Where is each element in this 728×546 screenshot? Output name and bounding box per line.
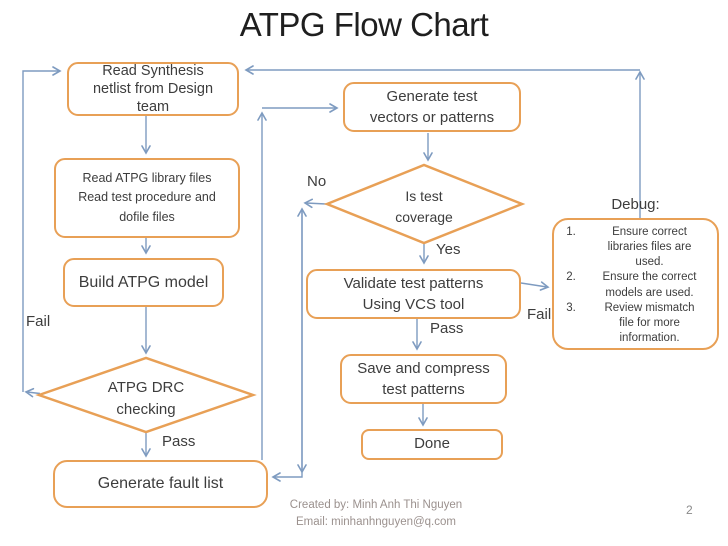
fail-right-label: Fail xyxy=(527,306,552,323)
read-synthesis-box: Read Synthesis netlist from Design team xyxy=(67,62,239,116)
connector-drc-fail-arrow xyxy=(24,387,41,398)
footer-created-by: Created by: Minh Anh Thi Nguyen xyxy=(289,499,463,511)
debug-item-text: Review mismatch file for more informatio… xyxy=(604,301,695,345)
validate-box: Validate test patterns Using VCS tool xyxy=(306,269,521,319)
coverage-diamond-shape xyxy=(323,163,526,245)
yes-label: Yes xyxy=(436,241,461,258)
debug-item: 3. Review mismatch file for more informa… xyxy=(556,301,713,347)
pass-drc-label: Pass xyxy=(162,433,196,450)
debug-item-text: Ensure the correct models are used. xyxy=(602,271,697,299)
no-label: No xyxy=(307,173,327,190)
debug-item: 1. Ensure correct libraries files are us… xyxy=(556,225,713,271)
build-model-box: Build ATPG model xyxy=(63,258,224,307)
debug-box: 1. Ensure correct libraries files are us… xyxy=(552,218,719,350)
footer-credits: Created by: Minh Anh Thi Nguyen Email: m… xyxy=(268,497,484,530)
debug-item-number: 3. xyxy=(566,301,576,314)
save-compress-box: Save and compress test patterns xyxy=(340,354,507,404)
connector-coverage-no-arrow xyxy=(303,198,327,209)
connector-validate-debug xyxy=(520,281,550,291)
debug-item-text: Ensure correct libraries files are used. xyxy=(607,225,692,269)
connector-no-to-fault xyxy=(271,471,303,482)
drc-diamond-shape xyxy=(35,356,257,434)
page-number: 2 xyxy=(686,503,693,517)
coverage-diamond-label: Is test coverage xyxy=(395,188,453,225)
read-library-box: Read ATPG library files Read test proced… xyxy=(54,158,240,238)
done-box: Done xyxy=(361,429,503,460)
fail-left-label: Fail xyxy=(26,313,51,330)
drc-diamond-label: ATPG DRC checking xyxy=(107,379,185,418)
generate-fault-box: Generate fault list xyxy=(53,460,268,508)
debug-item: 2. Ensure the correct models are used. xyxy=(556,270,713,300)
debug-item-number: 1. xyxy=(566,225,576,238)
pass-validate-label: Pass xyxy=(430,320,464,337)
footer-email: Email: minhanhnguyen@q.com xyxy=(296,515,456,528)
connector-fail-loop xyxy=(22,66,62,392)
page-title: ATPG Flow Chart xyxy=(239,6,489,43)
generate-vectors-box: Generate test vectors or patterns xyxy=(343,82,521,132)
debug-title: Debug: xyxy=(611,196,660,213)
debug-item-number: 2. xyxy=(566,271,576,284)
